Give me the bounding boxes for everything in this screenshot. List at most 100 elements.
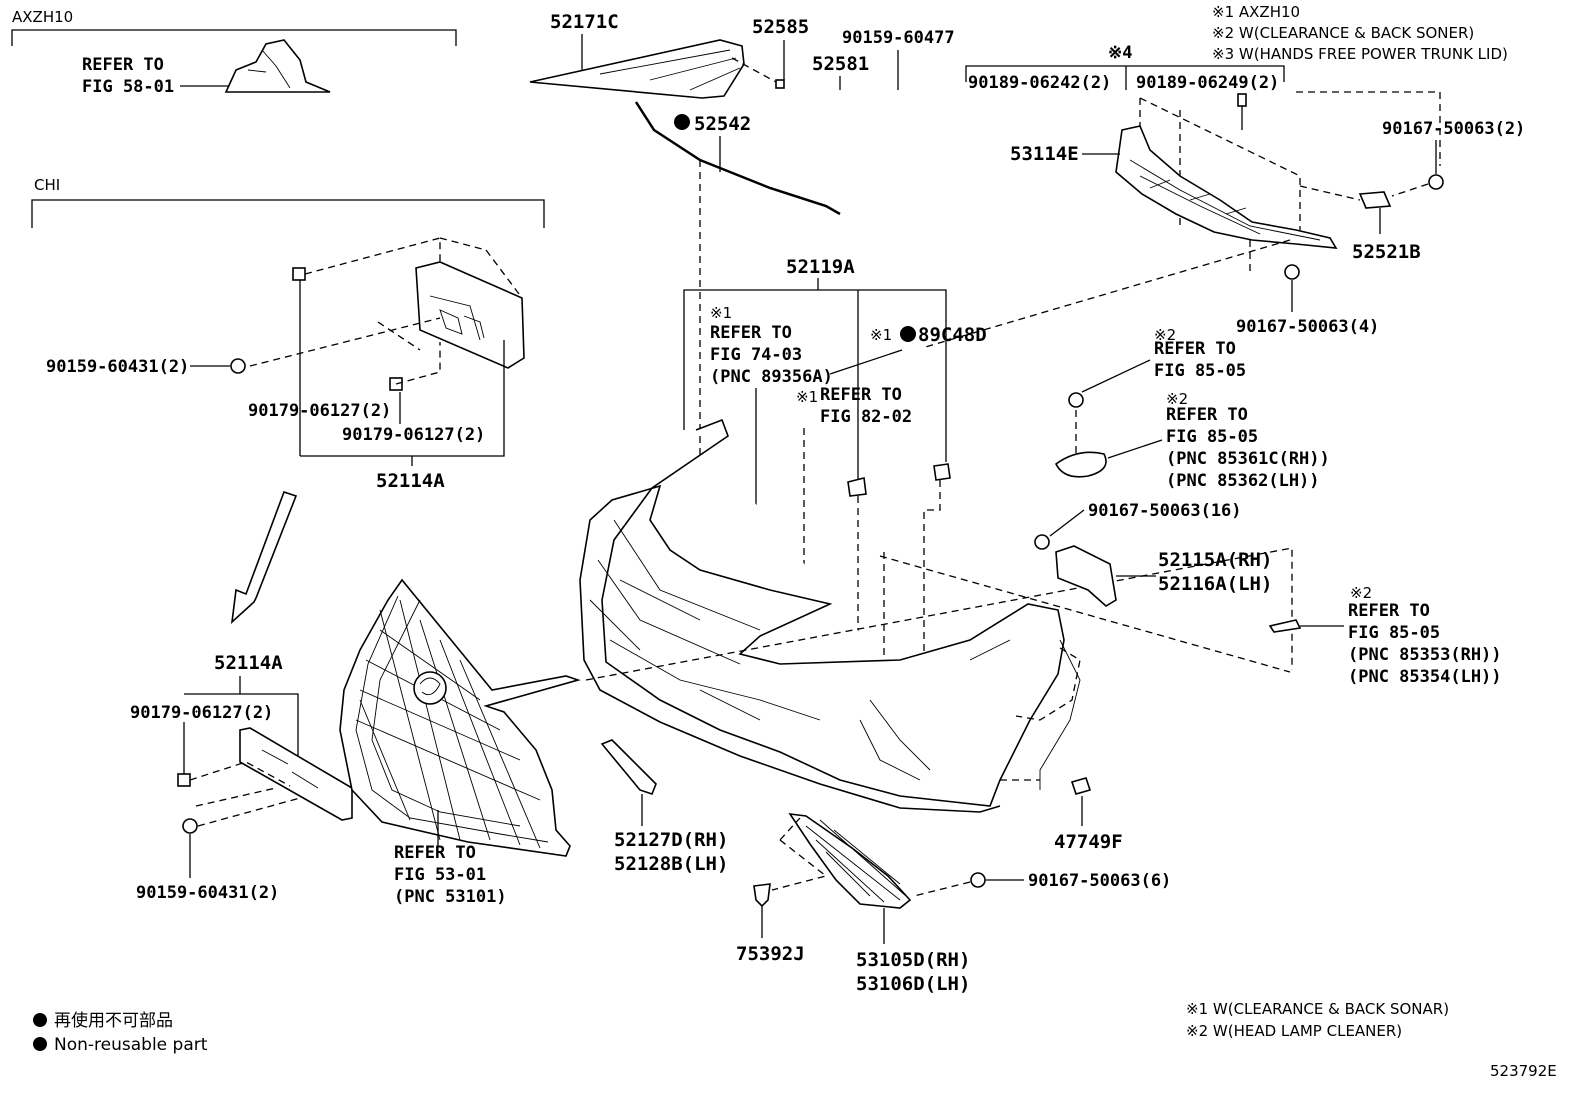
pn-52114A-bottom[interactable]: 52114A <box>214 652 283 674</box>
bolt-90167-6 <box>970 872 986 888</box>
note-bottom-1: ※1 W(CLEARANCE & BACK SONAR) <box>1186 1000 1449 1018</box>
bolt-headlamp-cleaner <box>1068 392 1084 408</box>
pn-52115A[interactable]: 52115A(RH) <box>1158 549 1272 571</box>
bolt-90167-16 <box>1034 534 1050 550</box>
refer-fig58-line1[interactable]: REFER TO <box>82 55 164 75</box>
pn-52171C[interactable]: 52171C <box>550 11 619 33</box>
refer-fig85c-line2[interactable]: FIG 85-05 <box>1348 623 1440 643</box>
pn-52116A[interactable]: 52116A(LH) <box>1158 573 1272 595</box>
pn-90179-06127-c[interactable]: 90179-06127(2) <box>130 703 273 723</box>
pn-89C48D[interactable]: 89C48D <box>918 324 987 346</box>
section-chi: CHI 90159-60431(2) 90179-06127(2) 90179-… <box>31 176 545 625</box>
bolt-90167-2 <box>1428 174 1444 190</box>
pn-52521B[interactable]: 52521B <box>1352 241 1421 263</box>
pn-75392J[interactable]: 75392J <box>736 943 805 965</box>
pn-90159-60431-bottom[interactable]: 90159-60431(2) <box>136 883 279 903</box>
legend-dot-en <box>33 1037 47 1051</box>
bolt-90159-lower <box>182 818 198 834</box>
mark-1-fig74: ※1 <box>710 304 732 322</box>
mark-2-fig85b: ※2 <box>1166 390 1188 408</box>
note-top-2: ※2 W(CLEARANCE & BACK SONER) <box>1212 24 1474 42</box>
clip-75392J-part <box>753 883 771 908</box>
refer-fig74-line3[interactable]: (PNC 89356A) <box>710 367 833 387</box>
mark-1-fig82: ※1 <box>796 388 818 406</box>
refer-fig74-line2[interactable]: FIG 74-03 <box>710 345 802 365</box>
license-bracket-lower: 52114A 90179-06127(2) 90159-60431(2) <box>130 652 353 903</box>
legend-en: Non-reusable part <box>54 1035 208 1055</box>
refer-fig53-line1[interactable]: REFER TO <box>394 843 476 863</box>
pn-90189-06242[interactable]: 90189-06242(2) <box>968 73 1111 93</box>
pn-47749F[interactable]: 47749F <box>1054 831 1123 853</box>
tow-hook-cover-part <box>600 739 657 795</box>
note-bottom-2: ※2 W(HEAD LAMP CLEANER) <box>1186 1022 1402 1040</box>
upper-retainer: 52171C 52585 90159-60477 52581 52542 <box>529 11 955 540</box>
right-callouts: ※2 REFER TO FIG 85-05 ※2 REFER TO FIG 85… <box>1034 326 1502 853</box>
sensor-retainer-part <box>847 477 867 497</box>
pn-52119A[interactable]: 52119A <box>786 256 855 278</box>
pn-90167-50063-2[interactable]: 90167-50063(2) <box>1382 119 1525 139</box>
bumper-reinforcement: ※4 90189-06242(2) 90189-06249(2) 53114E … <box>921 43 1525 349</box>
refer-fig85b-line2[interactable]: FIG 85-05 <box>1166 427 1258 447</box>
refer-fig85b-line1[interactable]: REFER TO <box>1166 405 1248 425</box>
notes-bottom: ※1 W(CLEARANCE & BACK SONAR) ※2 W(HEAD L… <box>1186 1000 1449 1040</box>
clip-top-a <box>292 267 306 281</box>
refer-fig85a-line2[interactable]: FIG 85-05 <box>1154 361 1246 381</box>
notes-top: ※1 AXZH10 ※2 W(CLEARANCE & BACK SONER) ※… <box>1212 3 1508 63</box>
direction-arrow-icon <box>230 490 298 625</box>
axzh10-bracket-part <box>224 39 331 93</box>
seal-52542-part <box>634 101 841 216</box>
washer-cap-part <box>1268 619 1302 633</box>
pn-52114A-top[interactable]: 52114A <box>376 470 445 492</box>
pn-90167-50063-16[interactable]: 90167-50063(16) <box>1088 501 1242 521</box>
refer-fig85c-line4[interactable]: (PNC 85354(LH)) <box>1348 667 1502 687</box>
refer-fig53-line2[interactable]: FIG 53-01 <box>394 865 486 885</box>
refer-fig85c-line1[interactable]: REFER TO <box>1348 601 1430 621</box>
refer-fig74-line1[interactable]: REFER TO <box>710 323 792 343</box>
pn-90159-60431-top[interactable]: 90159-60431(2) <box>46 357 189 377</box>
pn-52542[interactable]: 52542 <box>694 113 751 135</box>
front-grille: REFER TO FIG 53-01 (PNC 53101) <box>339 578 581 907</box>
pn-53114E[interactable]: 53114E <box>1010 143 1079 165</box>
pn-90179-06127-b[interactable]: 90179-06127(2) <box>342 425 485 445</box>
section-label-axzh10: AXZH10 <box>12 8 73 26</box>
clip-bumper-right <box>933 463 951 481</box>
refer-fig82-line1[interactable]: REFER TO <box>820 385 902 405</box>
pn-90159-60477[interactable]: 90159-60477 <box>842 28 955 48</box>
refer-fig58-line2[interactable]: FIG 58-01 <box>82 77 174 97</box>
refer-fig85b-line4[interactable]: (PNC 85362(LH)) <box>1166 471 1320 491</box>
bolt-90189 <box>1237 93 1247 107</box>
bottom-parts: 52127D(RH) 52128B(LH) 90167-50063(6) 531… <box>600 739 1171 995</box>
washer-cover-part <box>1054 451 1107 478</box>
note-top-3: ※3 W(HANDS FREE POWER TRUNK LID) <box>1212 45 1508 63</box>
note-top-1: ※1 AXZH10 <box>1212 3 1300 21</box>
pn-52127D[interactable]: 52127D(RH) <box>614 829 728 851</box>
refer-fig82-line2[interactable]: FIG 82-02 <box>820 407 912 427</box>
legend: 再使用不可部品 Non-reusable part <box>33 1010 208 1055</box>
pn-53105D[interactable]: 53105D(RH) <box>856 949 970 971</box>
bolt-90167-4 <box>1284 264 1300 280</box>
pn-52585[interactable]: 52585 <box>752 16 809 38</box>
section-axzh10: AXZH10 REFER TO FIG 58-01 <box>11 8 457 97</box>
mark-2-fig85c: ※2 <box>1350 584 1372 602</box>
pn-52581[interactable]: 52581 <box>812 53 869 75</box>
pn-90179-06127-a[interactable]: 90179-06127(2) <box>248 401 391 421</box>
refer-fig53-line3[interactable]: (PNC 53101) <box>394 887 507 907</box>
clip-52585 <box>775 79 785 89</box>
pn-90167-50063-4[interactable]: 90167-50063(4) <box>1236 317 1379 337</box>
reinforcement-53114E-part <box>1115 125 1338 249</box>
mark-2-fig85a: ※2 <box>1154 326 1176 344</box>
pn-90167-50063-6[interactable]: 90167-50063(6) <box>1028 871 1171 891</box>
bumper-cover-part <box>579 418 1065 813</box>
refer-fig85c-line3[interactable]: (PNC 85353(RH)) <box>1348 645 1502 665</box>
pn-52128B[interactable]: 52128B(LH) <box>614 853 728 875</box>
upper-retainer-part <box>529 39 745 99</box>
refer-fig85b-line3[interactable]: (PNC 85361C(RH)) <box>1166 449 1330 469</box>
refer-fig85a-line1[interactable]: REFER TO <box>1154 339 1236 359</box>
clip-lower <box>177 773 191 787</box>
pn-90189-06249[interactable]: 90189-06249(2) <box>1136 73 1279 93</box>
clip-47749F-part <box>1070 777 1092 795</box>
pn-53106D[interactable]: 53106D(LH) <box>856 973 970 995</box>
side-retainer-part <box>1055 545 1117 607</box>
grille-part <box>339 578 581 857</box>
